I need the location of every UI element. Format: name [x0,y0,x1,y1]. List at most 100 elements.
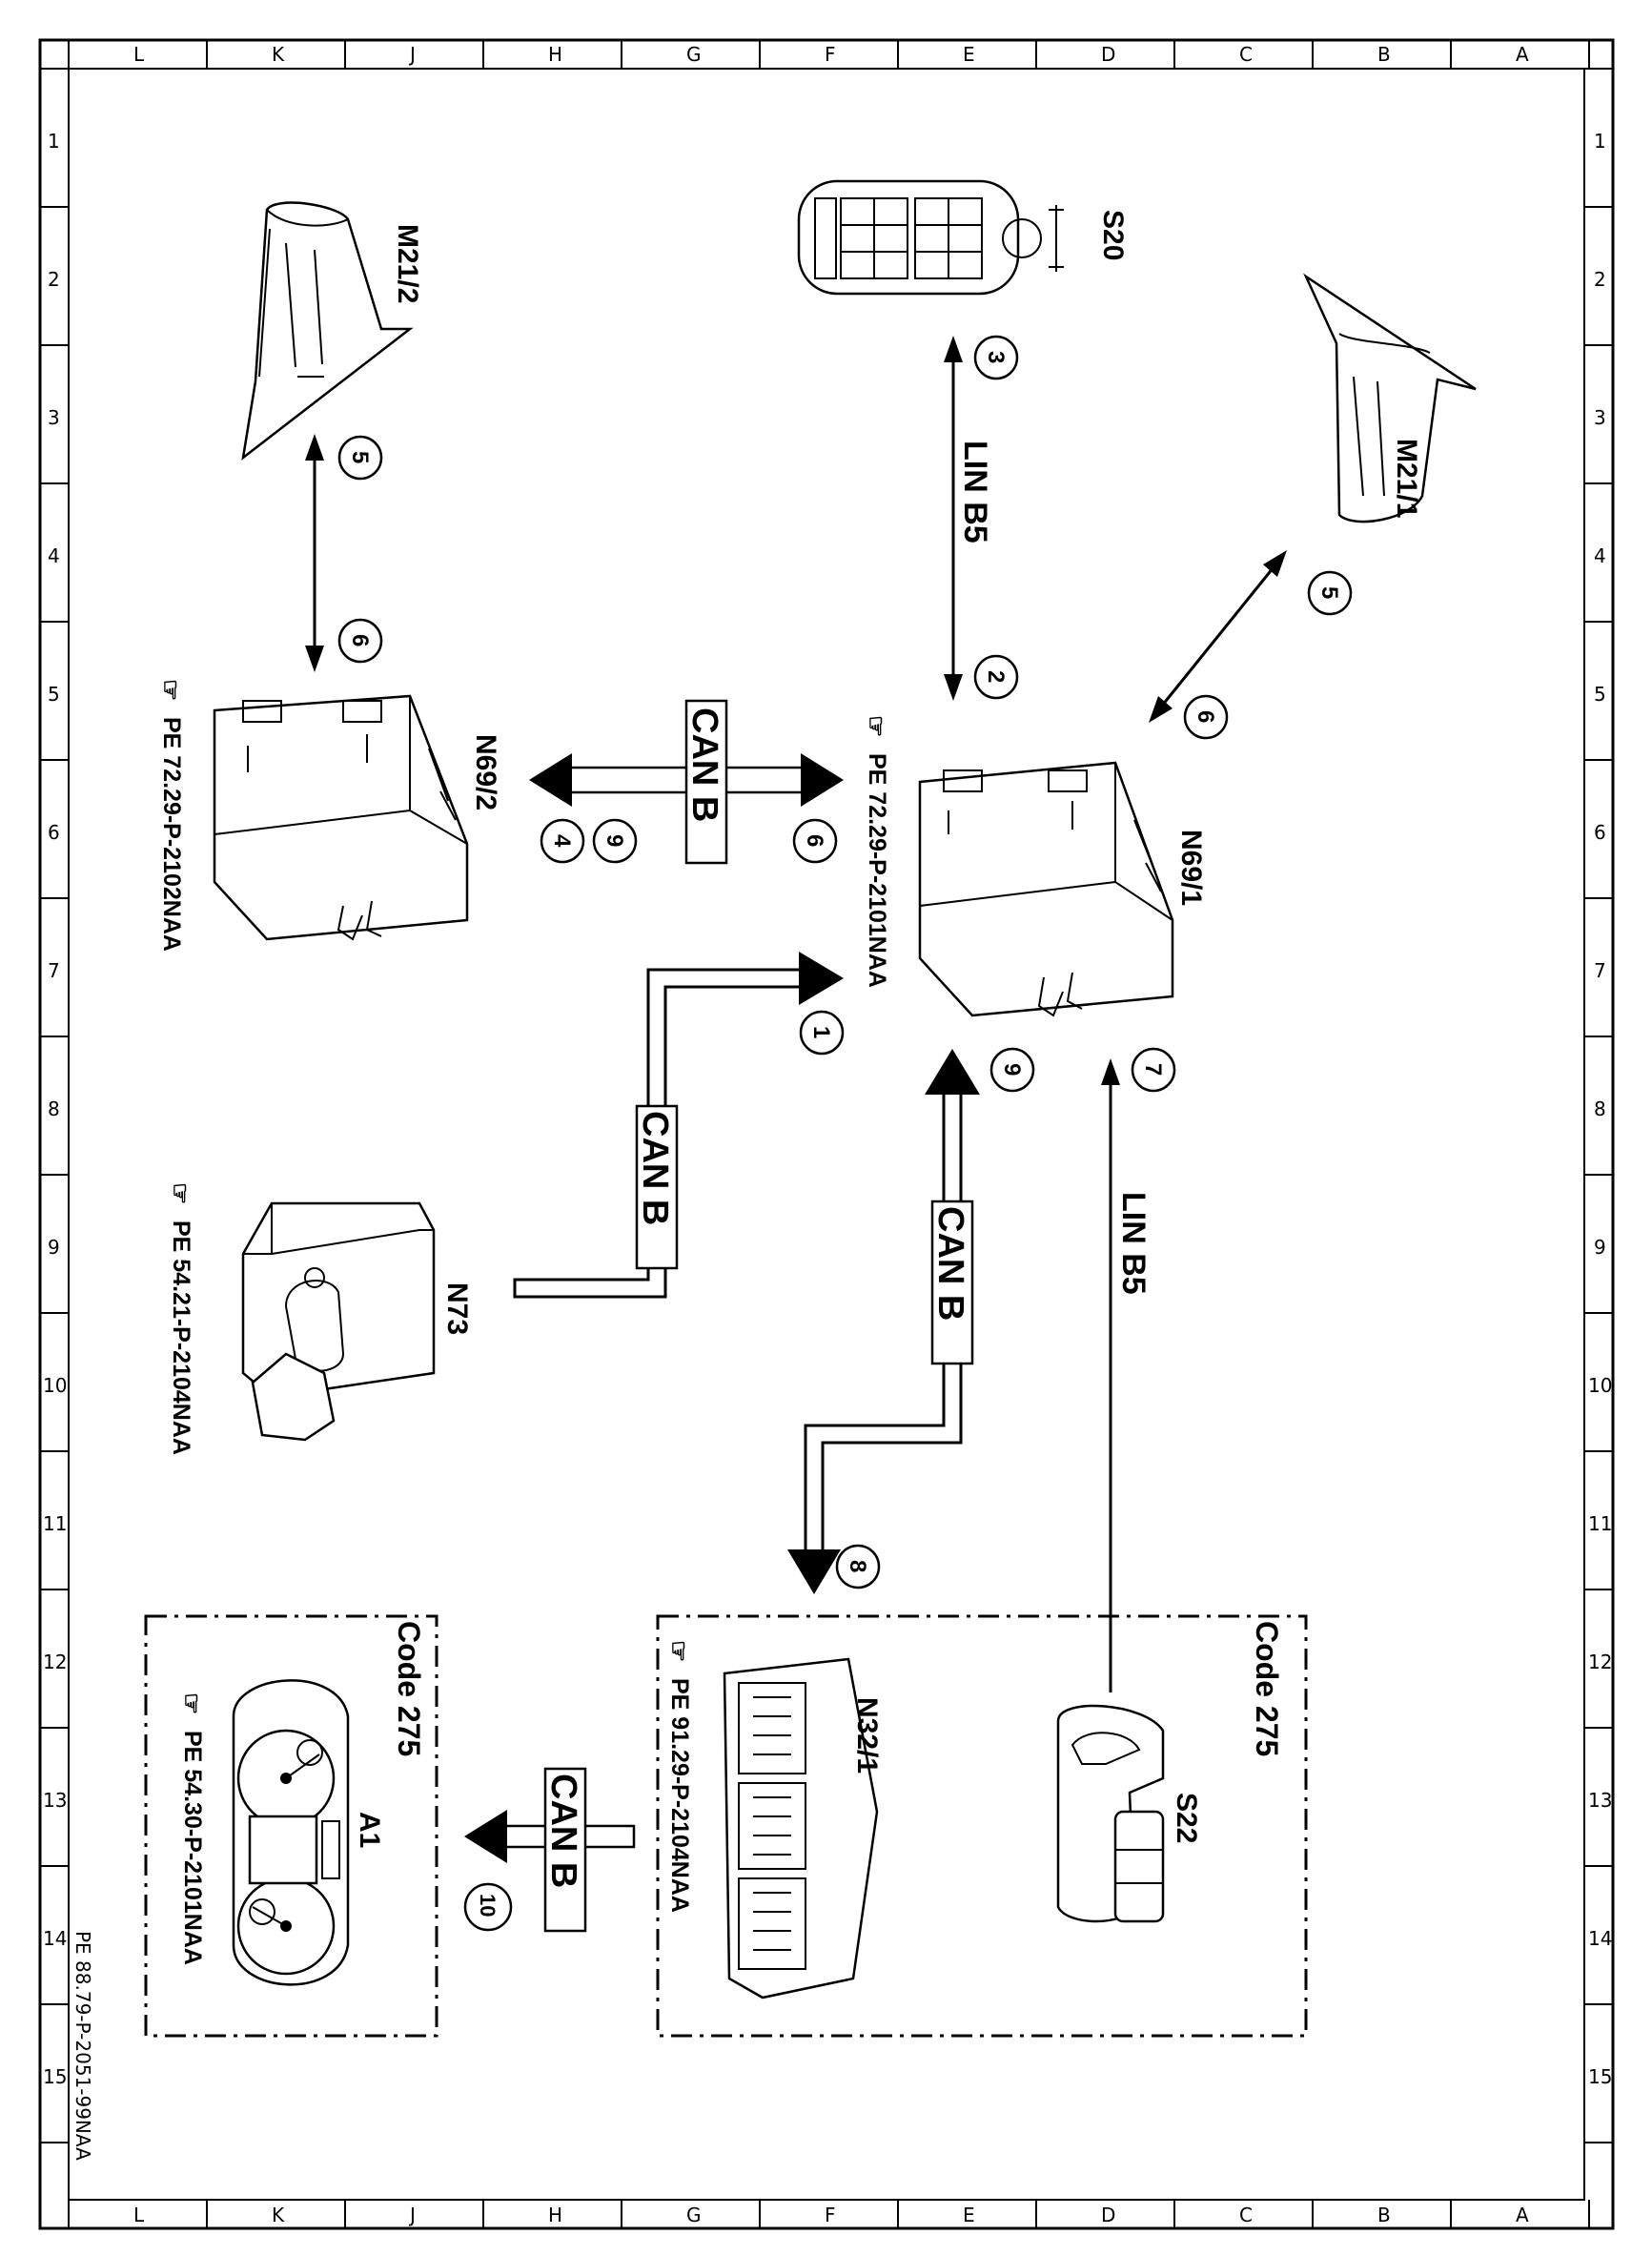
grid-letter: A [1516,2204,1529,2226]
grid-letter: J [408,2204,416,2226]
step-3: 3 [973,335,1019,380]
component-label-m21-1: M21/1 [1391,439,1422,518]
lin-b5-connection-s20-n69-1 [944,336,963,701]
grid-number: 12 [1588,1651,1612,1673]
step-4: 4 [540,818,585,864]
pointing-hand-icon: ☞ [177,1692,206,1714]
grid-number: 5 [1594,683,1606,706]
step-6a: 6 [337,618,383,664]
control-unit-n69-1-icon [918,761,1174,1017]
grid-number: 12 [43,1651,67,1673]
grid-number: 8 [1594,1097,1606,1120]
reference-n69-2: ☞ PE 72.29-P-2102NAA [156,679,185,952]
switch-s22-icon [1056,1704,1165,1923]
grid-number: 6 [1594,821,1606,844]
connection-m21-1-n69-1 [1149,550,1287,723]
svg-text:1: 1 [808,1026,834,1038]
grid-letter: E [963,43,975,66]
step-5b: 5 [1307,570,1353,616]
control-unit-n69-2-icon [213,694,469,941]
step-5a: 5 [337,435,383,481]
svg-text:7: 7 [1140,1063,1166,1076]
grid-number: 1 [1594,130,1606,153]
svg-text:6: 6 [1193,710,1218,723]
grid-number: 8 [48,1097,60,1120]
can-b-connection-n69-2-n69-1 [529,699,844,865]
component-label-n69-1: N69/1 [1175,830,1207,906]
grid-number: 9 [1594,1236,1606,1259]
grid-letter: E [963,2204,975,2226]
svg-text:6: 6 [347,634,373,646]
lin-b5-label-2: LIN B5 [1115,1192,1152,1295]
ignition-switch-n73-icon [241,1201,436,1442]
step-7: 7 [1131,1047,1176,1093]
reference-n32-1-text: PE 91.29-P-2104NAA [666,1678,693,1913]
grid-letter: K [272,43,285,66]
lin-b5-label-1: LIN B5 [957,441,993,543]
grid-letter: D [1101,43,1115,66]
instrument-cluster-a1-icon [232,1679,350,1986]
grid-letter: D [1101,2204,1115,2226]
grid-letter: G [686,43,702,66]
step-1: 1 [799,1010,845,1056]
component-label-s20: S20 [1097,210,1129,260]
grid-letter: H [548,2204,562,2226]
reference-n69-1: ☞ PE 72.29-P-2101NAA [862,715,890,988]
grid-letter: C [1239,2204,1253,2226]
reference-n73: ☞ PE 54.21-P-2104NAA [166,1182,194,1455]
document-id: PE 88.79-P-2051-99NAA [71,1931,94,2161]
component-label-n32-1: N32/1 [851,1697,883,1774]
grid-letter: G [686,2204,702,2226]
pointing-hand-icon: ☞ [664,1640,693,1662]
mirror-m21-2-icon [241,201,414,461]
grid-letter: B [1377,2204,1391,2226]
reference-n73-text: PE 54.21-P-2104NAA [168,1220,194,1455]
step-9b: 9 [989,1047,1035,1093]
can-b-label-2: CAN B [635,1111,675,1225]
reference-n69-1-text: PE 72.29-P-2101NAA [864,753,890,988]
grid-letter: K [272,2204,285,2226]
grid-number: 4 [48,544,60,567]
can-b-connection-n73-n69-1 [513,952,844,1299]
grid-letter: L [133,43,145,66]
grid-number: 10 [43,1374,67,1397]
reference-a1-text: PE 54.30-P-2101NAA [179,1731,206,1965]
svg-text:9: 9 [602,834,627,847]
pointing-hand-icon: ☞ [166,1182,194,1204]
grid-letter: A [1516,43,1529,66]
grid-letter: H [548,43,562,66]
svg-text:9: 9 [999,1063,1025,1076]
connector-block-n32-1-icon [723,1657,879,2000]
component-label-a1: A1 [354,1812,385,1848]
svg-text:5: 5 [1316,586,1342,599]
can-b-connection-n32-1-a1 [464,1767,636,1933]
grid-letter: J [408,43,416,66]
grid-number: 3 [1594,406,1606,429]
mirror-m21-1-icon [1303,273,1477,523]
grid-letter: F [825,43,836,66]
grid-letters-bottom: L K J H G F E D C B A [133,2204,1529,2226]
grid-letter: C [1239,43,1253,66]
grid-number: 9 [48,1236,60,1259]
grid-numbers-right: 1 2 3 4 5 6 7 8 9 10 11 12 13 14 15 [1588,130,1612,2088]
code-275-label-2: Code 275 [392,1621,426,1756]
reference-n32-1: ☞ PE 91.29-P-2104NAA [664,1640,693,1913]
grid-number: 13 [43,1789,67,1812]
grid-letter: F [825,2204,836,2226]
grid-number: 2 [48,268,60,291]
pointing-hand-icon: ☞ [156,679,185,701]
step-6b: 6 [1183,694,1229,740]
drawing-frame [38,38,1615,2230]
reference-n69-2-text: PE 72.29-P-2102NAA [158,717,185,952]
grid-number: 11 [1588,1512,1612,1535]
code-275-box-2 [144,1614,438,2038]
step-9a: 9 [592,818,638,864]
grid-letter: B [1377,43,1391,66]
pointing-hand-icon: ☞ [862,715,890,737]
grid-number: 15 [43,2065,67,2088]
can-b-label-4: CAN B [543,1774,583,1888]
component-label-n69-2: N69/2 [470,734,501,810]
grid-number: 11 [43,1512,67,1535]
grid-letter: L [133,2204,145,2226]
